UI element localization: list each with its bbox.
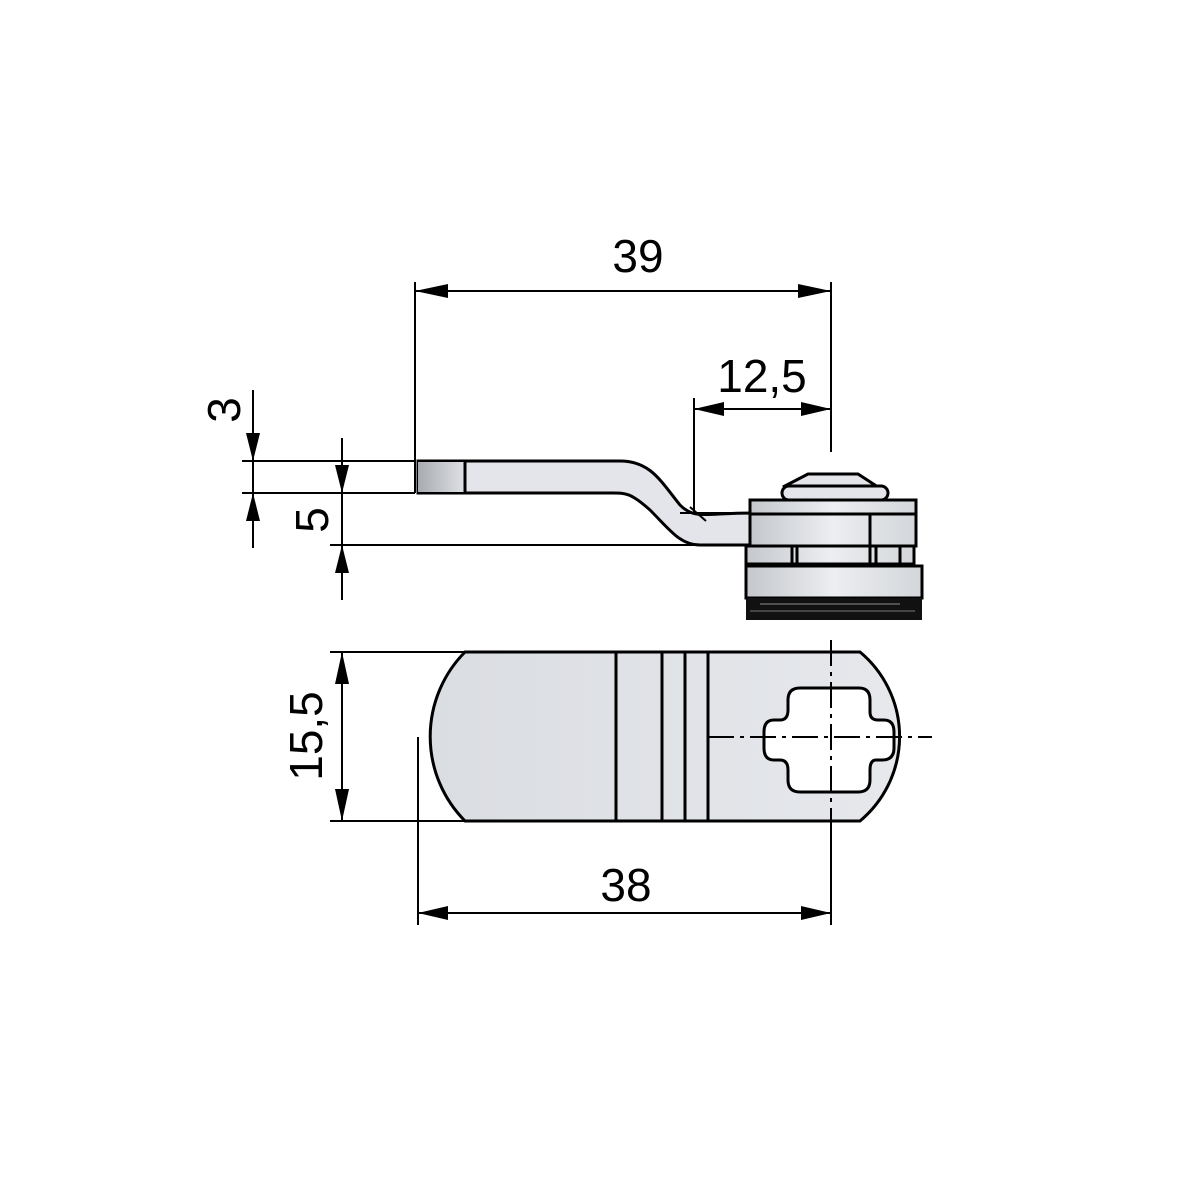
arrow-right-icon (798, 284, 831, 298)
hub-block (748, 512, 918, 548)
dimension-label-width: 15,5 (280, 691, 332, 781)
arrow-right-icon (801, 402, 831, 416)
dimension-label-overall-length: 39 (612, 230, 663, 282)
thread-base (746, 598, 922, 620)
dimension-label-hub-offset: 12,5 (717, 350, 807, 402)
dimension-overall-length: 39 (414, 230, 832, 493)
lever-top-profile (428, 640, 932, 830)
dimension-tongue-thickness: 3 (198, 390, 415, 548)
arrow-up-icon (246, 493, 260, 521)
lever-side-profile (416, 459, 754, 547)
dimension-label-length: 38 (600, 859, 651, 911)
bend-mark (689, 506, 707, 522)
arrow-left-icon (415, 284, 448, 298)
cross-drive-hole-icon (762, 686, 896, 794)
arrow-down-icon (335, 465, 349, 493)
arrow-left-icon (694, 402, 724, 416)
dimension-offset-height: 5 (286, 438, 700, 600)
arrow-right-icon (801, 906, 831, 920)
arrow-up-icon (335, 652, 349, 684)
lever-tip-shade (418, 462, 465, 492)
dimension-hub-offset: 12,5 (693, 350, 831, 513)
lever-tongue (416, 459, 754, 547)
side-view: 39 12,5 3 5 (198, 230, 924, 620)
top-view: 15,5 38 (280, 640, 932, 925)
arrow-up-icon (335, 545, 349, 573)
dimension-label-tongue-thickness: 3 (198, 397, 250, 423)
washer-upper (748, 498, 918, 516)
spacer-ring (744, 544, 916, 566)
arrow-down-icon (246, 433, 260, 461)
arrow-left-icon (418, 906, 448, 920)
dimension-label-offset-height: 5 (286, 507, 338, 533)
hub-assembly (744, 472, 924, 620)
dimension-width: 15,5 (280, 651, 470, 822)
screw-head (780, 484, 890, 502)
arrow-down-icon (335, 789, 349, 821)
nut-body (744, 564, 924, 600)
dimension-length: 38 (417, 737, 832, 925)
lever-plate (428, 650, 901, 823)
